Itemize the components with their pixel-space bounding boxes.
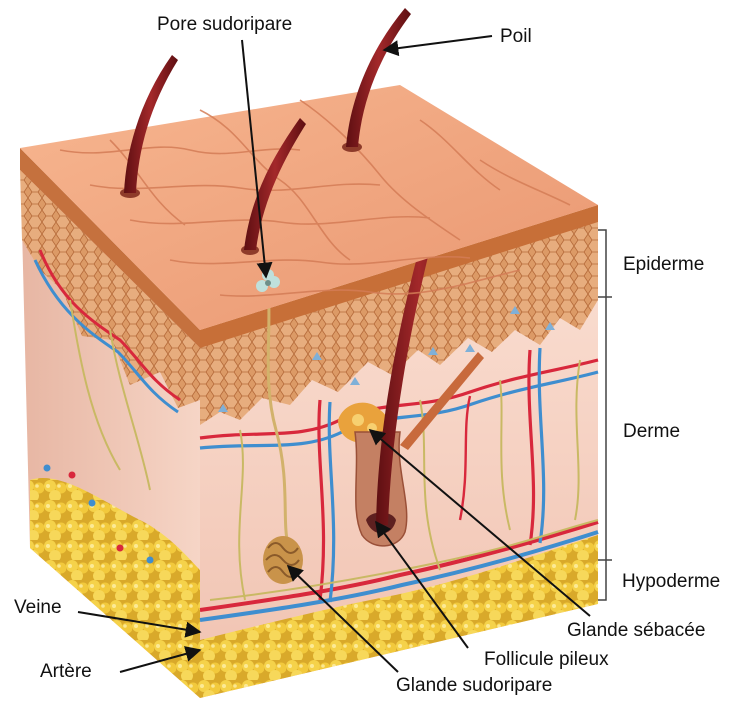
label-follicule-pileux: Follicule pileux [484,650,609,669]
label-glande-sudoripare: Glande sudoripare [396,676,552,695]
layer-bracket [598,230,612,600]
label-poil: Poil [500,27,532,46]
label-hypoderme: Hypoderme [622,572,720,591]
sweat-gland-coil [263,536,303,584]
label-pore-sudoripare: Pore sudoripare [157,15,292,34]
label-glande-sebacee: Glande sébacée [567,621,705,640]
label-derme: Derme [623,422,680,441]
label-epiderme: Epiderme [623,255,704,274]
label-veine: Veine [14,598,62,617]
label-artere: Artère [40,662,92,681]
